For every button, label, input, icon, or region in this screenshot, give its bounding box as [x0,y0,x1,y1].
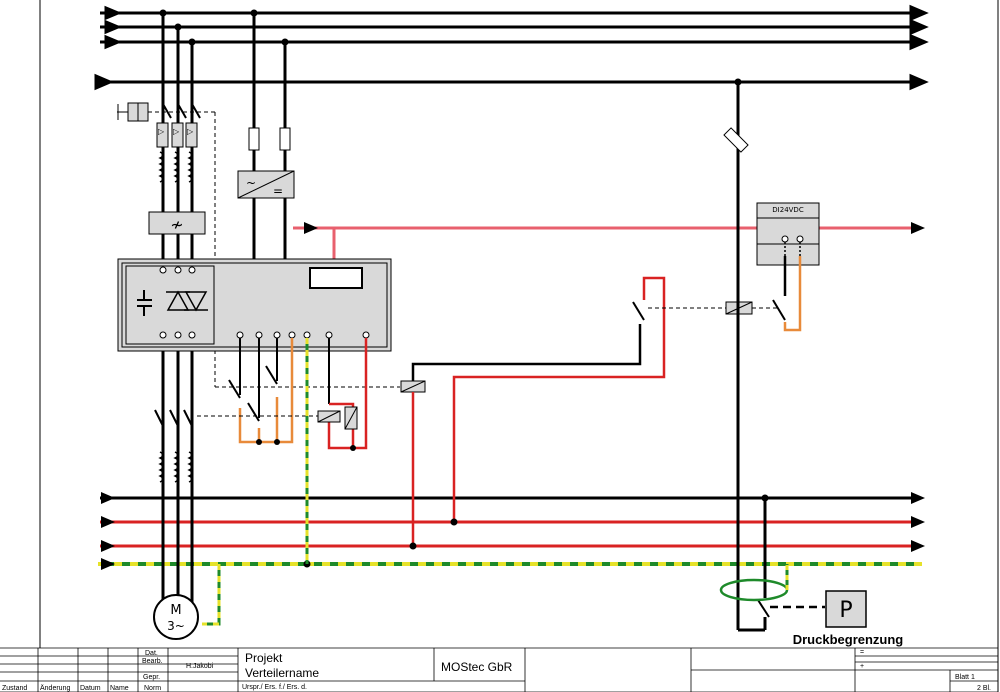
right-control-branch: DI24VDC [723,82,820,632]
svg-text:▷: ▷ [173,127,180,136]
tb-origin-row: Urspr./ Ers. f./ Ers. d. [242,684,307,691]
tb-project-name: Verteilername [245,666,319,680]
svg-text:=: = [273,184,283,198]
protective-earth-wiring [202,338,309,626]
motor-phase: 3~ [167,619,185,633]
pressure-limit-circuit: P Druckbegrenzung [719,498,904,647]
tb-norm-col: Norm [144,685,161,692]
contactor-coil-k2 [400,276,778,546]
tb-change-col: Änderung [40,684,70,692]
frequency-converter [117,258,392,352]
title-block [0,647,998,692]
line-choke-lower [158,451,193,483]
tb-assignment: = [860,649,864,656]
svg-text:≁: ≁ [170,215,183,234]
tb-project-label: Projekt [245,651,283,665]
tb-sheet: Blatt 1 [955,674,975,681]
control-junctions [256,439,356,451]
svg-text:▷: ▷ [158,127,165,136]
tb-date-col: Datum [80,685,101,692]
motor-protection-switch: ▷ ▷ ▷ [117,102,400,388]
relay-coil-k1 [197,406,358,430]
tb-company: MOStec GbR [441,660,513,674]
motor: M 3~ [153,594,199,640]
svg-text:▷: ▷ [187,127,194,136]
power-supply-spec: DI24VDC [772,206,804,214]
line-choke-upper [158,151,193,183]
title-block-text: Zustand Änderung Datum Name Norm Dat. Be… [2,649,991,692]
ac-dc-power-supply: ~ = [237,13,295,259]
motor-symbol: M [170,603,181,618]
junction-dots-top [159,9,742,86]
tb-sheet-count: 2 Bl. [977,685,991,692]
output-contactor [154,409,193,427]
tb-status-col: Zustand [2,685,27,692]
tb-name-col: Name [110,685,129,692]
control-busbar [94,73,929,91]
tb-date-row: Dat. [145,650,158,657]
phase-busbars [100,4,929,51]
bus-junctions [303,494,769,568]
pressure-switch-label: Druckbegrenzung [793,632,904,647]
control-wiring [228,338,368,450]
tb-edited-row: Bearb. [142,658,163,665]
tb-editor: H.Jakobi [186,663,214,670]
pressure-switch-symbol: P [839,598,852,623]
tb-location: + [860,663,864,670]
svg-text:~: ~ [246,176,256,190]
emc-filter: ≁ [148,211,206,235]
tb-checked-row: Gepr. [143,674,160,681]
drawing-frame [39,0,999,692]
lower-buses [98,492,925,570]
